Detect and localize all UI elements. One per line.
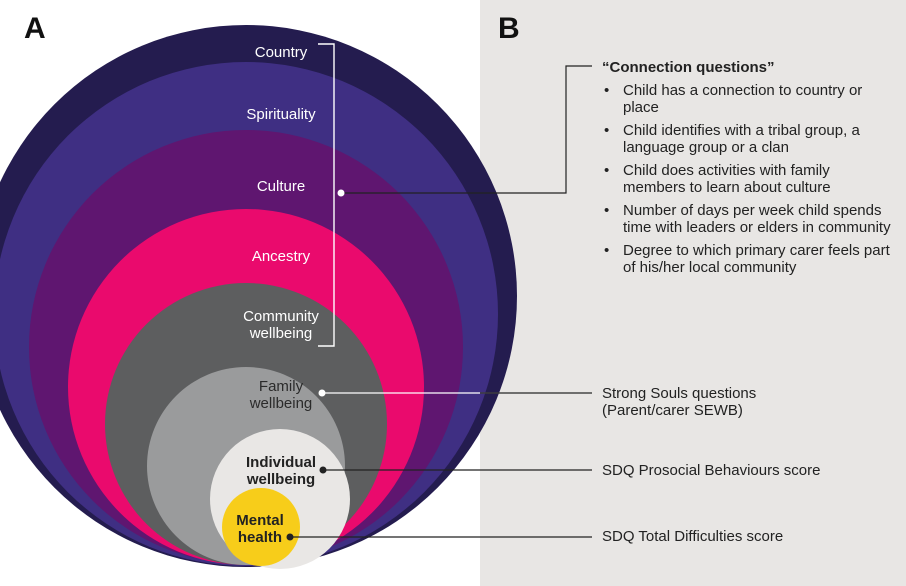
individual-measure-label: SDQ Prosocial Behaviours score (602, 462, 821, 479)
layer-ancestry-label: Ancestry (251, 248, 311, 265)
layer-community-label: Community wellbeing (243, 308, 319, 342)
mental-dot (286, 533, 294, 541)
layer-country-label: Country (254, 44, 308, 61)
list-item: Child identifies with a tribal group, a … (602, 122, 892, 156)
layer-mental-circle (222, 488, 300, 566)
individual-dot (319, 466, 327, 474)
connection-leader-line (341, 65, 592, 194)
panel-a-label: A (24, 12, 46, 45)
family-dot (318, 389, 326, 397)
layer-spirituality-label: Spirituality (246, 106, 316, 123)
connection-questions-title: “Connection questions” (602, 59, 775, 76)
list-item: Number of days per week child spends tim… (602, 202, 892, 236)
layer-family-label: Family wellbeing (249, 378, 313, 412)
layer-individual-label: Individual wellbeing (245, 454, 317, 488)
connection-bracket (318, 43, 335, 347)
family-measure-label: Strong Souls questions (Parent/carer SEW… (602, 385, 757, 419)
layer-mental-label: Mental health (236, 512, 284, 546)
connection-questions-list: Child has a connection to country or pla… (602, 82, 892, 282)
list-item: Child does activities with family member… (602, 162, 892, 196)
list-item: Child has a connection to country or pla… (602, 82, 892, 116)
panel-b-label: B (498, 12, 520, 45)
mental-measure-label: SDQ Total Difficulties score (602, 528, 784, 545)
list-item: Degree to which primary carer feels part… (602, 242, 892, 276)
connection-dot (337, 189, 345, 197)
layer-culture-label: Culture (256, 178, 306, 195)
